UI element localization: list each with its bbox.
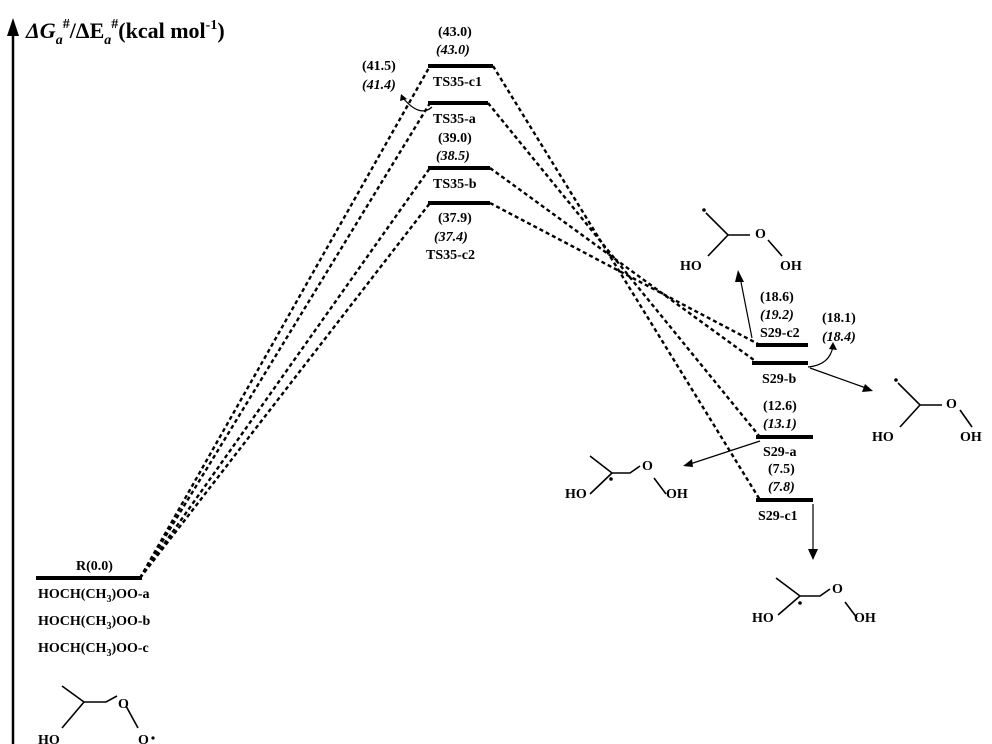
ts35-c2-dg: (37.9) <box>438 211 472 226</box>
s29-c1-label: S29-c1 <box>758 509 798 524</box>
ts35-c2-de: (37.4) <box>434 230 468 245</box>
ts35-b-label: TS35-b <box>433 177 477 192</box>
s29-c2-de: (19.2) <box>760 308 794 323</box>
s29-c1-dg: (7.5) <box>768 462 795 477</box>
ts35-a-dg: (41.5) <box>362 59 396 74</box>
ts35-a-pointer <box>402 97 433 112</box>
svg-text:O: O <box>138 733 149 744</box>
s29-a-dg: (12.6) <box>763 399 797 414</box>
s29-b-de: (18.4) <box>822 330 856 345</box>
reactant-conformer-b: HOCH(CH3)OO-b <box>38 614 151 632</box>
svg-text:O: O <box>642 459 653 474</box>
svg-text:OH: OH <box>960 430 982 445</box>
reactant-conformer-a: HOCH(CH3)OO-a <box>38 587 150 605</box>
ts35-c2-label: TS35-c2 <box>426 248 475 263</box>
svg-text:HO: HO <box>565 487 587 502</box>
s29-b-label: S29-b <box>762 372 796 387</box>
reaction-paths <box>138 65 762 579</box>
svg-text:O: O <box>755 227 766 242</box>
product-molecule-c1: O HO OH <box>752 577 876 626</box>
product-arrows <box>683 270 873 560</box>
svg-text:OH: OH <box>666 487 688 502</box>
s29-c1-de: (7.8) <box>768 480 795 495</box>
svg-text:OH: OH <box>854 611 876 626</box>
ts35-a-label: TS35-a <box>433 112 476 127</box>
svg-text:HO: HO <box>752 611 774 626</box>
svg-text:O: O <box>118 697 129 712</box>
svg-text:O: O <box>832 582 843 597</box>
svg-text:O: O <box>946 397 957 412</box>
svg-text:HO: HO <box>38 733 60 744</box>
ts35-b-dg: (39.0) <box>438 131 472 146</box>
s29-b-pointer <box>807 345 834 368</box>
s29-b-dg: (18.1) <box>822 311 856 326</box>
svg-text:OH: OH <box>780 259 802 274</box>
path-b <box>139 167 759 579</box>
path-c2 <box>139 201 761 579</box>
reactant-conformer-c: HOCH(CH3)OO-c <box>38 641 149 659</box>
product-molecule-c2: O HO OH <box>680 208 802 274</box>
ts35-c1-label: TS35-c1 <box>433 75 482 90</box>
s29-a-de: (13.1) <box>763 417 797 432</box>
product-molecule-b: O HO OH <box>872 378 982 445</box>
y-axis <box>7 18 19 744</box>
path-a <box>138 102 761 579</box>
s29-a-label: S29-a <box>763 445 796 460</box>
s29-c2-label: S29-c2 <box>760 326 800 341</box>
product-molecule-a: O HO OH <box>565 455 688 502</box>
s29-c2-dg: (18.6) <box>760 290 794 305</box>
ts35-b-de: (38.5) <box>436 149 470 164</box>
ts35-a-de: (41.4) <box>362 78 396 93</box>
reactant-energy-label: R(0.0) <box>76 559 113 574</box>
ts35-c1-de: (43.0) <box>436 43 470 58</box>
ts35-c1-dg: (43.0) <box>438 25 472 40</box>
svg-text:HO: HO <box>872 430 894 445</box>
axis-title: ΔGa#/ΔEa#(kcal mol-1) <box>25 17 225 48</box>
svg-text:HO: HO <box>680 259 702 274</box>
reactant-molecule: O HO O <box>38 685 155 744</box>
path-c1 <box>138 65 762 579</box>
